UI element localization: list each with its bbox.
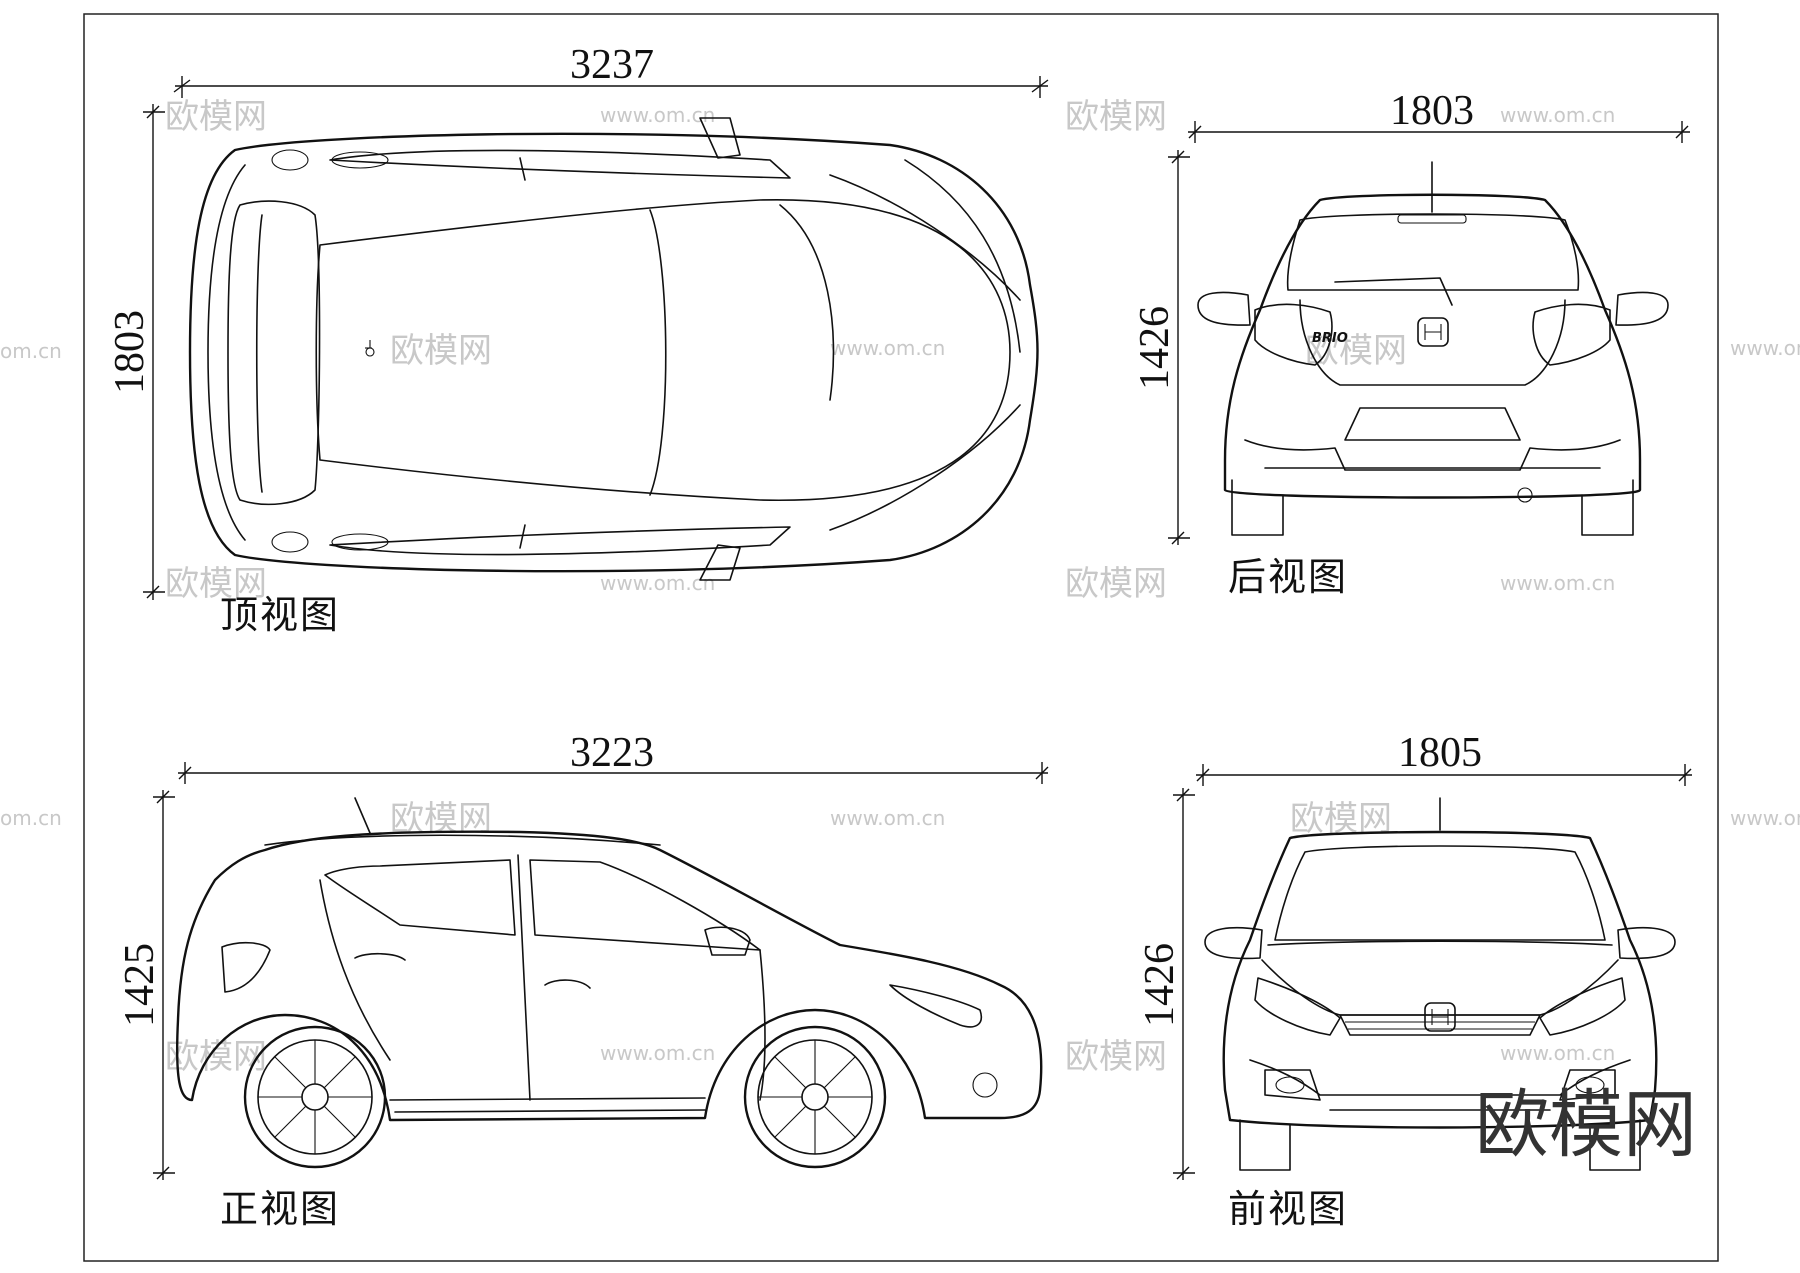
front-height-dimension xyxy=(1173,788,1195,1180)
side-length-label: 3223 xyxy=(570,730,654,776)
rear-width-dimension xyxy=(1188,121,1690,143)
front-width-label: 1805 xyxy=(1398,730,1482,776)
front-view-caption: 前视图 xyxy=(1228,1187,1348,1231)
top-car-drawing xyxy=(188,117,1039,581)
watermark-text: 欧模网 xyxy=(1065,97,1167,137)
top-view-caption: 顶视图 xyxy=(220,593,340,637)
front-car-drawing xyxy=(1204,797,1676,1171)
front-width-dimension xyxy=(1196,764,1692,786)
watermark-text: 欧模网 xyxy=(1065,564,1167,604)
front-wheel xyxy=(743,1025,887,1169)
watermark-text: 欧模网 xyxy=(165,564,267,604)
top-length-dimension xyxy=(173,76,1049,98)
side-car-drawing xyxy=(175,797,1043,1169)
watermark-text: 欧模网 xyxy=(390,331,492,371)
rear-width-label: 1803 xyxy=(1390,88,1474,134)
rear-car-drawing: BRIO xyxy=(1197,161,1669,536)
watermark-text: 欧模网 xyxy=(1305,331,1407,371)
drawing-frame xyxy=(83,13,1719,1262)
watermark-text: www.om.cn xyxy=(600,103,715,127)
rear-view: 1803 1426 BRI xyxy=(1132,88,1690,599)
watermark-text: www.om.cn xyxy=(1500,103,1615,127)
watermark-text: www.om.cn xyxy=(1730,806,1800,830)
watermark-text: www.om.cn xyxy=(1730,336,1800,360)
rear-height-label: 1426 xyxy=(1132,306,1178,390)
side-view: 3223 1425 xyxy=(117,730,1049,1231)
watermark-text: www.om.cn xyxy=(830,806,945,830)
watermark-text: 欧模网 xyxy=(165,1037,267,1077)
watermark-text: 欧模网 xyxy=(165,97,267,137)
watermark-text: www.om.cn xyxy=(830,336,945,360)
top-length-label: 3237 xyxy=(570,42,654,88)
top-width-dimension xyxy=(143,104,165,600)
rear-height-dimension xyxy=(1168,150,1190,545)
side-view-caption: 正视图 xyxy=(220,1187,340,1231)
front-view: 1805 1426 xyxy=(1137,730,1692,1231)
watermark-text: www.om.cn xyxy=(600,1041,715,1065)
watermark-text: www.om.cn xyxy=(1500,571,1615,595)
watermark-layer: 欧模网 www.om.cn 欧模网 www.om.cn om.cn 欧模网 ww… xyxy=(0,97,1800,1077)
top-width-label: 1803 xyxy=(107,310,153,394)
watermark-text: www.om.cn xyxy=(1500,1041,1615,1065)
watermark-text: 欧模网 xyxy=(1065,1037,1167,1077)
side-height-label: 1425 xyxy=(117,943,163,1027)
watermark-text: om.cn xyxy=(0,339,62,363)
front-height-label: 1426 xyxy=(1137,943,1183,1027)
side-height-dimension xyxy=(153,790,175,1180)
side-length-dimension xyxy=(178,762,1049,784)
rear-badge-text: BRIO xyxy=(1312,331,1348,346)
rear-view-caption: 后视图 xyxy=(1228,555,1348,599)
brand-watermark: 欧模网 xyxy=(1475,1082,1697,1168)
rear-wheel xyxy=(243,1025,387,1169)
watermark-text: www.om.cn xyxy=(600,571,715,595)
watermark-text: om.cn xyxy=(0,806,62,830)
top-view: 3237 1803 xyxy=(107,42,1049,637)
